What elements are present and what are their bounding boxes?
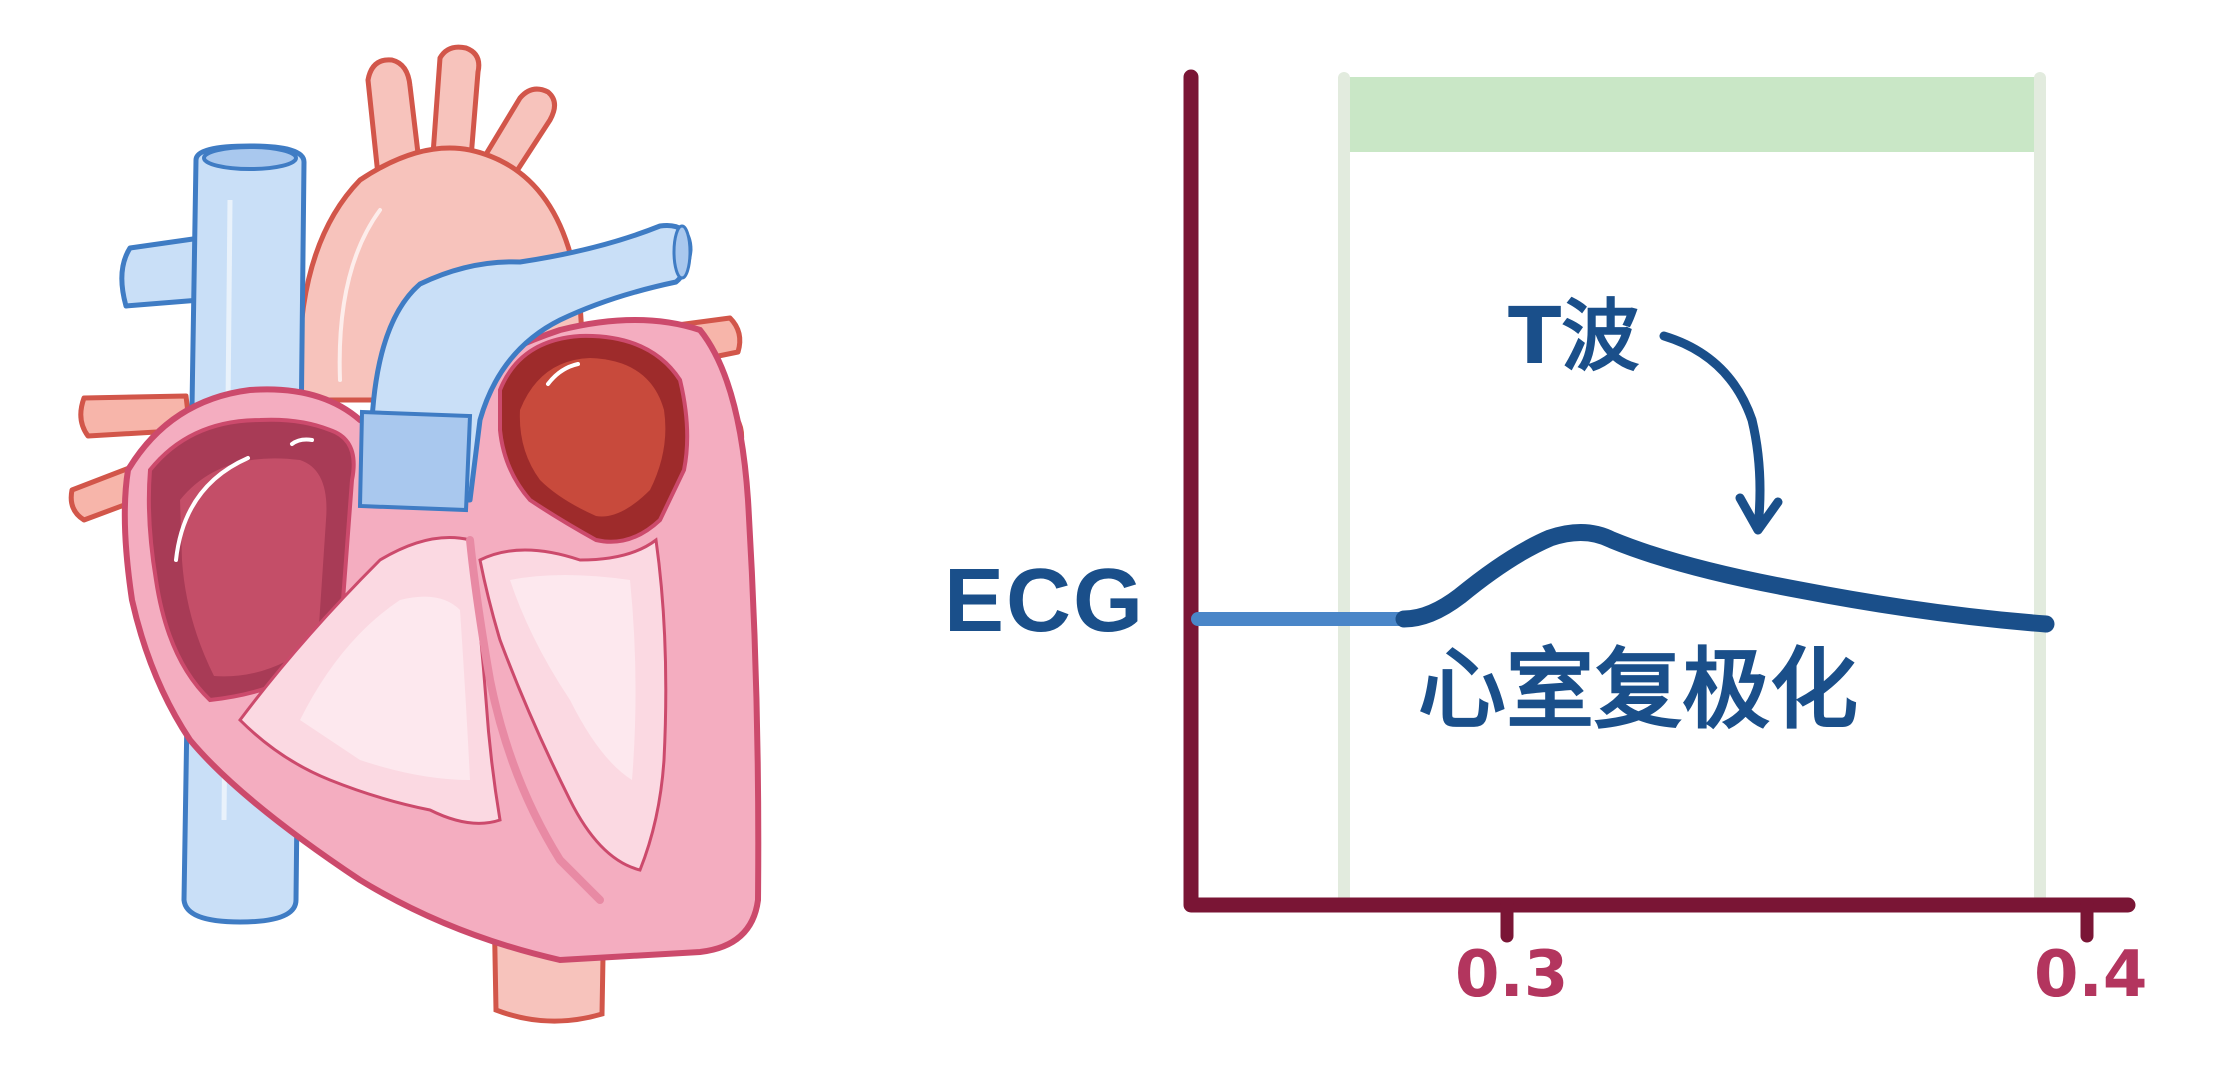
x-tick-label-0.4: 0.4 <box>2034 938 2148 1012</box>
y-axis <box>1183 69 2136 913</box>
arrowhead-icon <box>1735 493 1783 535</box>
ventricular-repolarization-caption: 心室复极化 <box>1418 638 1859 741</box>
septum <box>466 536 604 904</box>
t-wave-arrow <box>1659 331 1765 533</box>
heart-illustration <box>68 44 762 1024</box>
pulmonary-valve <box>357 409 473 513</box>
t-wave-curve <box>1395 523 2055 633</box>
y-axis-label: ECG <box>944 551 1146 651</box>
x-tick-label-0.3: 0.3 <box>1455 938 1569 1012</box>
brachiocephalic-vein <box>119 235 203 309</box>
highlight-band <box>1344 77 2044 152</box>
vena-cava-opening <box>202 145 298 171</box>
t-wave-annotation: T波 <box>1508 292 1640 382</box>
